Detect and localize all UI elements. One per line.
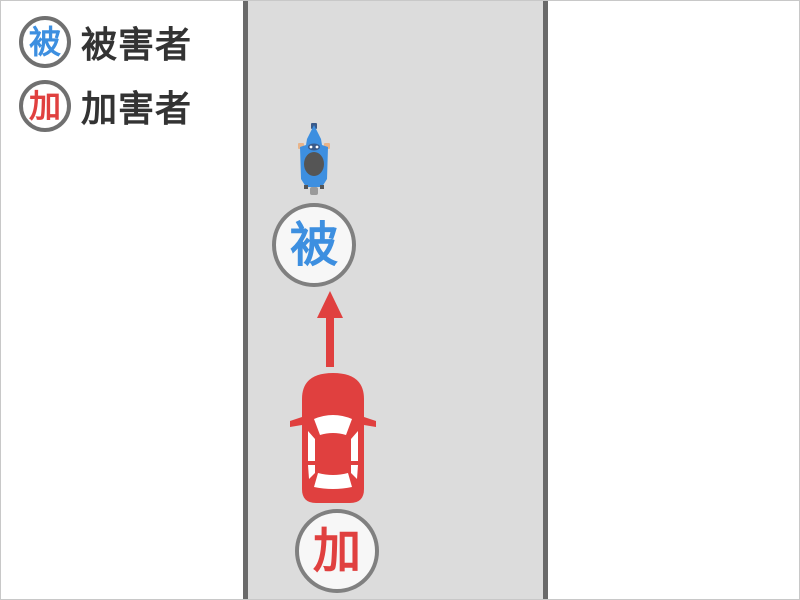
road-edge-left bbox=[243, 1, 248, 599]
car-icon bbox=[290, 373, 376, 503]
legend-label-victim: 被害者 bbox=[81, 25, 193, 66]
motorcycle-icon bbox=[298, 123, 330, 195]
offender-marker: 加 bbox=[295, 509, 379, 593]
legend-item-offender: 加 加害者 bbox=[19, 75, 192, 137]
victim-marker: 被 bbox=[272, 203, 356, 287]
legend-item-victim: 被 被害者 bbox=[19, 11, 192, 73]
offender-badge-icon: 加 bbox=[19, 80, 71, 132]
victim-badge-icon: 被 bbox=[19, 16, 71, 68]
road-edge-right bbox=[543, 1, 548, 599]
road bbox=[246, 1, 546, 599]
legend-label-offender: 加害者 bbox=[81, 89, 193, 130]
arrow-up-icon bbox=[317, 291, 343, 367]
legend: 被 被害者 加 加害者 bbox=[19, 11, 192, 139]
